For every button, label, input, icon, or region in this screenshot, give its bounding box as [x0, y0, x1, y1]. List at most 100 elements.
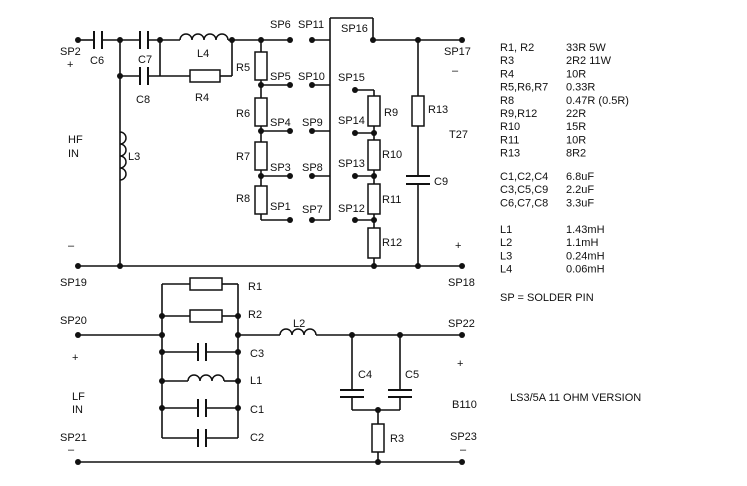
sp8-label: SP8 — [302, 162, 323, 174]
c8-label: C8 — [136, 94, 150, 106]
parts-list-value: 10R — [566, 68, 586, 80]
hf-plus-left: + — [67, 59, 73, 71]
sp22-label: SP22 — [448, 318, 475, 330]
r6-label: R6 — [236, 108, 250, 120]
parts-list-value: 0.06mH — [566, 264, 605, 276]
c4-label: C4 — [358, 369, 372, 381]
lf-in-line2: IN — [72, 404, 83, 416]
parts-list-ref: R1, R2 — [500, 42, 534, 54]
l3-inductor — [119, 131, 127, 181]
sp14-label: SP14 — [338, 115, 365, 127]
parts-list-ref: R10 — [500, 121, 520, 133]
sp4-label: SP4 — [270, 117, 291, 129]
l1-inductor — [187, 374, 225, 382]
r2-label: R2 — [248, 309, 262, 321]
lf-in-line1: LF — [72, 391, 85, 403]
sp18-label: SP18 — [448, 277, 475, 289]
parts-list-ref: L4 — [500, 264, 512, 276]
sp17-label: SP17 — [444, 46, 471, 58]
r5-resistor — [254, 51, 268, 81]
lf-plus-left: + — [72, 352, 78, 364]
r6-resistor — [254, 97, 268, 127]
parts-list-ref: L2 — [500, 237, 512, 249]
hf-junctions — [75, 37, 465, 269]
r3-resistor — [371, 423, 385, 453]
parts-list-value: 10R — [566, 134, 586, 146]
parts-list-value: 33R 5W — [566, 42, 606, 54]
r10-resistor — [367, 139, 381, 171]
l1-label: L1 — [250, 375, 262, 387]
parts-list-value: 1.43mH — [566, 224, 605, 236]
parts-list-value: 3.3uF — [566, 197, 594, 209]
parts-list-ref: C3,C5,C9 — [500, 184, 548, 196]
r7-resistor — [254, 141, 268, 171]
r7-label: R7 — [236, 151, 250, 163]
r9-resistor — [367, 95, 381, 127]
parts-list-ref: C1,C2,C4 — [500, 171, 548, 183]
lf-name: B110 — [452, 399, 477, 411]
parts-list-ref: R11 — [500, 134, 519, 146]
r1-label: R1 — [248, 281, 262, 293]
parts-list-value: 0.33R — [566, 82, 595, 94]
r1-resistor — [189, 277, 223, 291]
lf-minus-left: – — [68, 444, 75, 456]
sp7-label: SP7 — [302, 204, 323, 216]
schematic-title: LS3/5A 11 OHM VERSION — [510, 392, 641, 404]
r13-label: R13 — [428, 104, 448, 116]
parts-list-value: 1.1mH — [566, 237, 598, 249]
sp15-label: SP15 — [338, 72, 365, 84]
parts-list-value: 2.2uF — [566, 184, 594, 196]
lf-junctions — [75, 313, 465, 465]
r4-label: R4 — [195, 92, 209, 104]
parts-list-ref: R9,R12 — [500, 108, 537, 120]
sp16-label: SP16 — [341, 23, 368, 35]
hf-minus-left: – — [68, 240, 75, 252]
r9-label: R9 — [384, 107, 398, 119]
sp23-label: SP23 — [450, 431, 477, 443]
sp11-label: SP11 — [298, 19, 324, 31]
sp2-label: SP2 — [60, 46, 81, 58]
sp3-label: SP3 — [270, 162, 291, 174]
hf-plus-right: + — [455, 240, 461, 252]
r11-label: R11 — [382, 194, 401, 206]
sp19-label: SP19 — [60, 277, 87, 289]
r11-resistor — [367, 183, 381, 215]
parts-list-value: 6.8uF — [566, 171, 594, 183]
sp20-label: SP20 — [60, 315, 87, 327]
l2-label: L2 — [293, 318, 305, 330]
parts-list-value: 15R — [566, 121, 586, 133]
parts-list-value: 2R2 11W — [566, 55, 612, 67]
solder-pin-note: SP = SOLDER PIN — [500, 292, 594, 304]
sp10-label: SP10 — [298, 71, 325, 83]
c3-label: C3 — [250, 348, 264, 360]
lf-section: SP20 + LF IN SP21 – R1 R2 C3 L1 C1 C2 L2… — [60, 277, 477, 465]
lf-plus-right: + — [457, 358, 463, 370]
sp5-label: SP5 — [270, 71, 291, 83]
parts-list-ref: R8 — [500, 95, 514, 107]
hf-name: T27 — [449, 129, 468, 141]
parts-list-ref: C6,C7,C8 — [500, 197, 548, 209]
lf-minus-right: – — [460, 444, 467, 456]
r3-label: R3 — [390, 433, 404, 445]
parts-list-value: 0.47R (0.5R) — [566, 95, 629, 107]
r12-label: R12 — [382, 237, 402, 249]
r12-resistor — [367, 227, 381, 259]
parts-list-ref: L1 — [500, 224, 512, 236]
hf-in-line1: HF — [68, 134, 83, 146]
sp1-label: SP1 — [270, 201, 291, 213]
parts-list-ref: R5,R6,R7 — [500, 82, 548, 94]
c6-label: C6 — [90, 55, 104, 67]
parts-list-value: 0.24mH — [566, 250, 605, 262]
c5-label: C5 — [405, 369, 419, 381]
r2-resistor — [189, 309, 223, 323]
r10-label: R10 — [382, 149, 402, 161]
sp12-label: SP12 — [338, 203, 365, 215]
sp6-label: SP6 — [270, 19, 291, 31]
parts-list-ref: R3 — [500, 55, 514, 67]
c9-label: C9 — [434, 176, 448, 188]
parts-list-ref: R13 — [500, 148, 520, 160]
hf-minus-right: – — [452, 65, 459, 77]
hf-in-line2: IN — [68, 148, 79, 160]
